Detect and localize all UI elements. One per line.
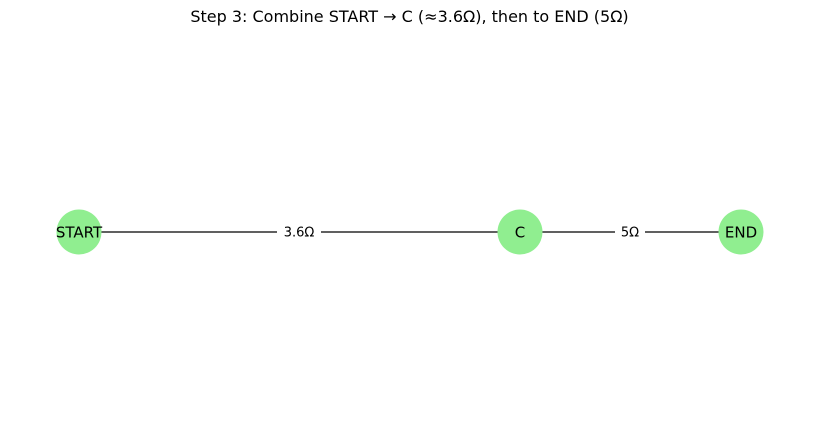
node-circle	[497, 209, 543, 255]
node-circle	[56, 209, 102, 255]
diagram-title: Step 3: Combine START → C (≈3.6Ω), then …	[190, 7, 629, 26]
edge-c-end: 5Ω	[520, 222, 741, 242]
edge-label-resistance: 3.6Ω	[284, 226, 315, 241]
edge-label-bg	[277, 222, 321, 242]
node-start: START	[56, 209, 103, 255]
edge-label-bg	[615, 222, 645, 242]
node-circle	[718, 209, 764, 255]
node-label: C	[515, 224, 525, 242]
node-label: END	[725, 224, 757, 242]
edge-label-resistance: 5Ω	[621, 226, 639, 241]
node-c: C	[497, 209, 543, 255]
node-end: END	[718, 209, 764, 255]
node-label: START	[56, 224, 103, 242]
edge-start-c: 3.6Ω	[79, 222, 520, 242]
